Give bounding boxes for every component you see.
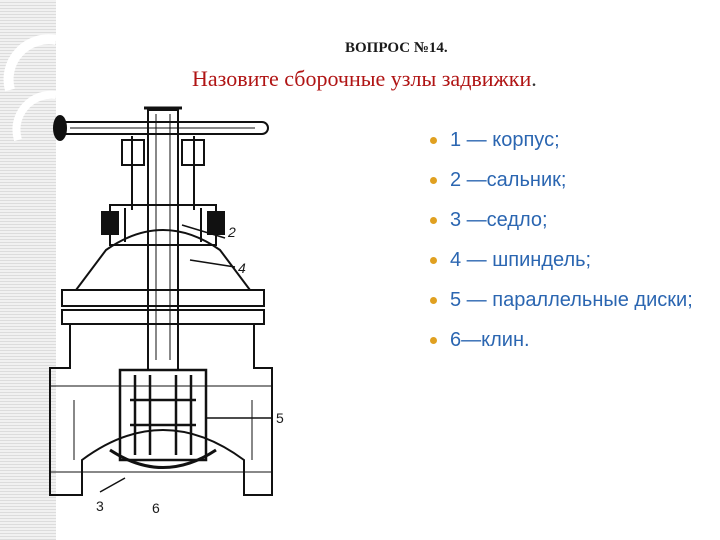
question-dot: .: [531, 66, 537, 91]
answer-item: 6—клин.: [428, 328, 708, 352]
answer-item: 3 —седло;: [428, 208, 708, 232]
question-number: ВОПРОС №14.: [345, 40, 448, 56]
question-title: Назовите сборочные узлы задвижки.: [192, 66, 537, 92]
seat: [109, 448, 217, 469]
leader-lines: [99, 224, 272, 493]
valve-body: [49, 323, 273, 496]
answer-item: 5 — параллельные диски;: [428, 288, 708, 312]
handwheel: [53, 115, 269, 141]
yoke: [121, 136, 205, 210]
answer-list: 1 — корпус; 2 —сальник; 3 —седло; 4 — шп…: [428, 128, 708, 368]
gate-valve-drawing: [49, 106, 273, 496]
drawing-label-3: 3: [96, 498, 104, 514]
drawing-label-5: 5: [276, 410, 284, 426]
question-text: Назовите сборочные узлы задвижки: [192, 66, 532, 91]
decorative-arcs: [3, 34, 56, 142]
wedge-discs: [118, 368, 208, 462]
drawing-label-2: 2: [228, 224, 236, 240]
spindle: [144, 106, 182, 371]
drawing-label-4: 4: [238, 260, 246, 276]
gland: [101, 204, 225, 246]
answer-item: 1 — корпус;: [428, 128, 708, 152]
answer-item: 4 — шпиндель;: [428, 248, 708, 272]
drawing-label-6: 6: [152, 500, 160, 516]
answer-item: 2 —сальник;: [428, 168, 708, 192]
decorative-side-band: [0, 0, 56, 540]
